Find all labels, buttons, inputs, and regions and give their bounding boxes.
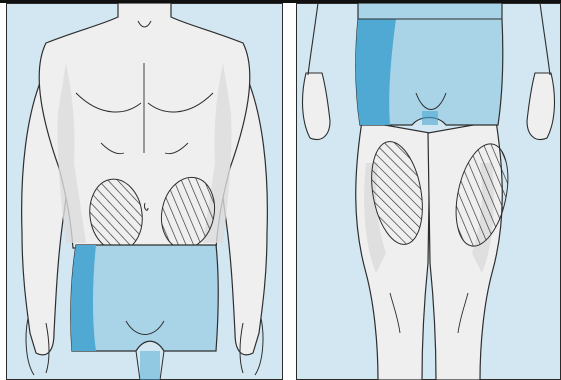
thigh-illustration — [296, 3, 561, 380]
thigh-panel — [296, 3, 561, 380]
abdomen-illustration — [6, 3, 283, 380]
crotch-shading — [422, 111, 438, 125]
crotch-shading — [140, 351, 160, 380]
panel-divider — [287, 3, 293, 380]
abdomen-panel — [6, 3, 283, 380]
underwear-side-shading — [71, 245, 96, 351]
